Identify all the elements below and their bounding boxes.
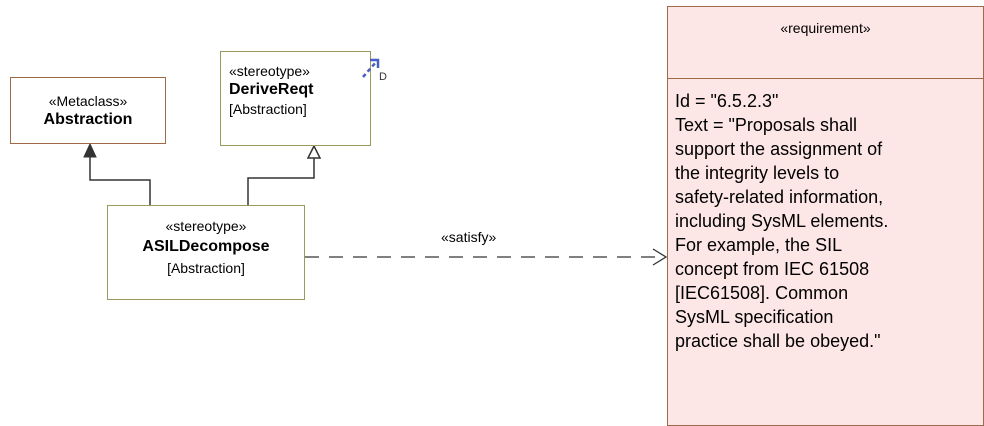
generalization-connector <box>247 158 315 205</box>
asil-stereotype: «stereotype» <box>165 218 247 234</box>
requirement-id: Id = "6.5.2.3" <box>675 91 779 111</box>
generalization-arrowhead <box>306 144 322 159</box>
derive-dependency-icon: D <box>362 58 387 82</box>
extension-connector <box>89 157 151 205</box>
derive-icon-letter: D <box>379 71 387 82</box>
asil-metaclass: [Abstraction] <box>167 260 245 276</box>
requirement-text-line: For example, the SIL <box>675 235 843 255</box>
derive-name: DeriveReqt <box>229 81 314 98</box>
satisfy-arrowhead <box>652 248 668 266</box>
asil-name: ASILDecompose <box>142 238 270 255</box>
requirement-text-line: including SysML elements. <box>675 211 889 231</box>
metaclass-abstraction-block[interactable]: «Metaclass» Abstraction <box>10 77 166 144</box>
satisfy-label: «satisfy» <box>441 229 497 245</box>
requirement-body: Id = "6.5.2.3" Text = "Proposals shall s… <box>668 79 983 353</box>
requirement-text-line: the integrity levels to <box>675 163 840 183</box>
requirement-block[interactable]: «requirement» Id = "6.5.2.3" Text = "Pro… <box>667 6 984 426</box>
requirement-text-line: support the assignment of <box>675 139 883 159</box>
requirement-text-line: [IEC61508]. Common <box>675 283 849 303</box>
metaclass-name: Abstraction <box>43 111 133 128</box>
requirement-text-line: practice shall be obeyed." <box>675 331 881 351</box>
extension-arrowhead <box>83 142 97 158</box>
requirement-stereotype: «requirement» <box>780 20 871 36</box>
asil-decompose-block[interactable]: «stereotype» ASILDecompose [Abstraction] <box>107 205 305 300</box>
requirement-header: «requirement» <box>668 7 983 79</box>
requirement-text-line: SysML specification <box>675 307 834 327</box>
requirement-text-line: Text = "Proposals shall <box>675 115 857 135</box>
derive-reqt-block[interactable]: «stereotype» DeriveReqt [Abstraction] <box>220 51 371 146</box>
derive-stereotype: «stereotype» <box>229 63 310 79</box>
requirement-text-line: safety-related information, <box>675 187 884 207</box>
derive-metaclass: [Abstraction] <box>229 101 307 117</box>
metaclass-stereotype: «Metaclass» <box>48 93 128 109</box>
requirement-text-line: concept from IEC 61508 <box>675 259 870 279</box>
